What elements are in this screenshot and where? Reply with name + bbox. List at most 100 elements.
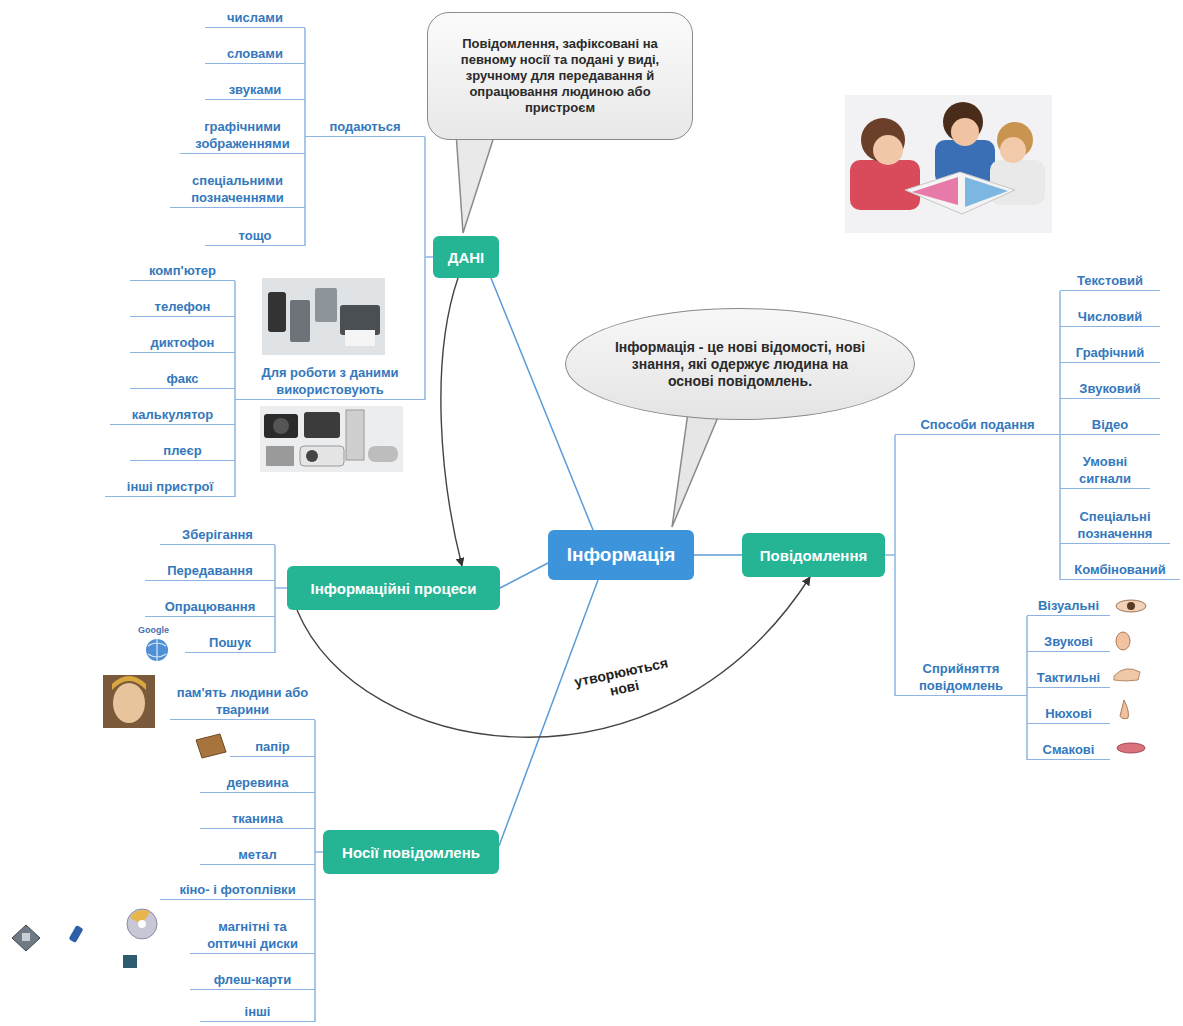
branch-label: Умовні сигнали (1060, 453, 1150, 489)
lips-icon (1117, 743, 1145, 753)
branch-label: Текстовий (1060, 272, 1160, 291)
branch-label: калькулятор (110, 406, 235, 425)
node-text: Інформаційні процеси (311, 580, 477, 597)
book-icon (196, 734, 226, 758)
branch-label: Пошук (185, 634, 275, 653)
branch-label: Відео (1060, 416, 1160, 435)
book (905, 172, 1015, 214)
branch-label: телефон (130, 298, 235, 317)
branch-label: деревина (200, 774, 315, 793)
ear-icon (1116, 632, 1130, 650)
branch-label: словами (205, 45, 305, 64)
fax-paper (345, 330, 375, 346)
topic-box: Інформаційні процеси (287, 566, 500, 610)
floppy-label (22, 933, 30, 941)
branch-label: графічними зображеннями (180, 118, 305, 154)
branch-label: метал (200, 846, 315, 865)
branch-label: комп'ютер (130, 262, 235, 281)
callout-ellipse: Інформація - це нові відомості, нові зна… (565, 308, 915, 420)
child-body (850, 160, 920, 210)
branch-label: спеціальними позначеннями (170, 172, 305, 208)
branch-line (304, 28, 306, 246)
node-text: Повідомлення (760, 547, 867, 564)
branch-label: Комбінований (1060, 561, 1180, 580)
crown (112, 676, 146, 690)
topic-box: Носії повідомлень (323, 830, 499, 874)
photo-ground (262, 278, 385, 355)
branch-label: пам'ять людини або тварини (170, 684, 315, 720)
storage-icons (12, 909, 157, 968)
console (346, 410, 364, 460)
branch-label: Передавання (145, 562, 275, 581)
branch-label: Звуковий (1060, 380, 1160, 399)
branch-label: Зберігання (160, 526, 275, 545)
globe-icon (146, 639, 168, 661)
branch-line (884, 554, 895, 556)
photo-ground (260, 406, 403, 472)
child-face (951, 118, 979, 146)
branch-line (894, 435, 896, 696)
branch-label: Смакові (1027, 741, 1110, 760)
sense-icons (1114, 600, 1146, 753)
nose-icon (1120, 700, 1129, 719)
branch-label: звуками (205, 81, 305, 100)
child-face (873, 135, 903, 165)
topic-box: Повідомлення (742, 533, 885, 577)
floppy-disk (12, 925, 40, 951)
branch-line (314, 720, 316, 1022)
calculator (315, 288, 337, 322)
player (266, 446, 294, 466)
curved-arrow (441, 278, 462, 566)
branch-label: Тактильні (1027, 669, 1110, 688)
branch-label: Нюхові (1027, 705, 1110, 724)
usb-drive (69, 925, 84, 943)
hand-icon (1114, 669, 1140, 681)
branch-label: Способи подання (895, 416, 1060, 435)
camera (264, 414, 298, 438)
equipment-photo (260, 406, 403, 472)
branch-connector (499, 580, 598, 846)
camera-lens (273, 418, 289, 434)
photo-ground (103, 675, 155, 728)
branch-label: Звукові (1027, 633, 1110, 652)
eye-icon (1116, 600, 1146, 612)
phone (268, 292, 286, 332)
branch-connector (491, 278, 593, 530)
branch-label: диктофон (130, 334, 235, 353)
recorder (290, 300, 310, 342)
globe-lines (148, 639, 166, 661)
head (113, 683, 145, 723)
optical-disc (127, 909, 157, 939)
branch-label: тканина (200, 810, 315, 829)
branch-label: Опрацювання (145, 598, 275, 617)
child-body (990, 160, 1045, 205)
devices-photo (262, 278, 385, 355)
branch-label: Графічний (1060, 344, 1160, 363)
node-text: Інформація (567, 544, 676, 566)
book-page (965, 177, 1008, 207)
branch-label: числами (205, 9, 305, 28)
memory-card (123, 955, 137, 968)
branch-label: плеєр (130, 442, 235, 461)
node-text: Повідомлення, зафіксовані на певному нос… (442, 36, 678, 116)
topic-box: ДАНІ (433, 236, 499, 278)
branch-line (424, 137, 426, 400)
head-photo (103, 675, 155, 728)
branch-label: Сприйняття повідомлень (895, 660, 1027, 696)
branch-label: інші (200, 1003, 315, 1022)
node-text: Носії повідомлень (342, 844, 480, 861)
branch-label: Спеціальні позначення (1060, 508, 1170, 544)
branch-label: кіно- і фотоплівки (160, 881, 315, 900)
camera (304, 412, 340, 438)
book (196, 734, 226, 758)
branch-label: Числовий (1060, 308, 1160, 327)
branch-label: тощо (205, 227, 305, 246)
photo-ground (845, 95, 1052, 233)
projector-lens (306, 450, 318, 462)
disc-hole (138, 920, 146, 928)
node-text: Інформація - це нові відомості, нові зна… (614, 339, 866, 390)
branch-label: факс (130, 370, 235, 389)
